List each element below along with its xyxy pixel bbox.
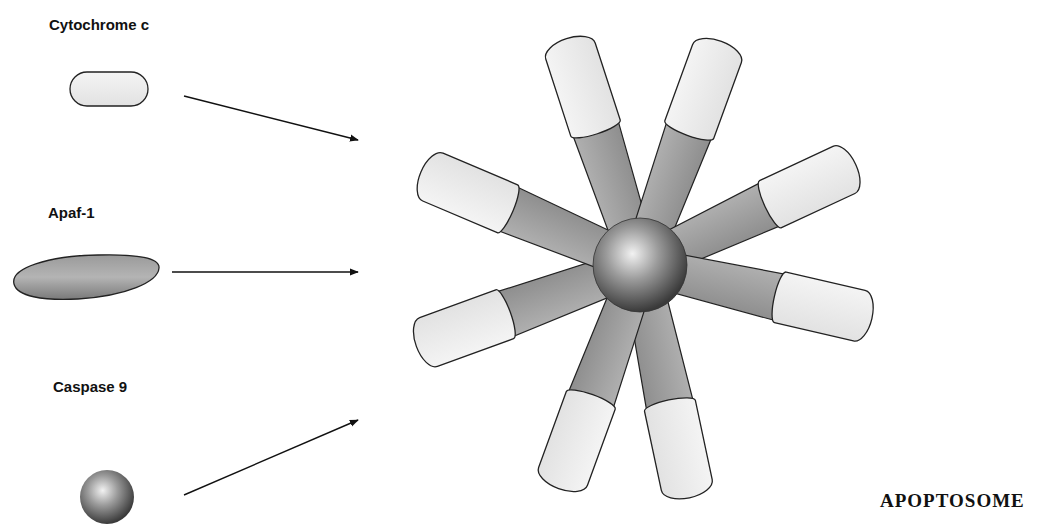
caspase9-molecule: Caspase 9: [45, 372, 180, 527]
molecule-label: Caspase 9: [53, 378, 127, 396]
shape-outline: [45, 372, 180, 527]
cytochrome-cap: [643, 395, 715, 504]
apaf1-molecule: Apaf-1: [8, 198, 168, 308]
arrow-connector: [172, 271, 358, 272]
apoptosome-complex: APOPTOSOME: [360, 0, 1056, 530]
apoptosome-star: [407, 31, 877, 504]
cytochrome-cap: [407, 288, 519, 371]
arrow-connector: [184, 420, 358, 495]
arrow-connector: [184, 96, 358, 140]
cytochrome-cap: [769, 271, 878, 344]
cytochrome-cap: [411, 148, 523, 235]
molecule-label: APOPTOSOME: [880, 490, 1025, 512]
shape-outline: [360, 0, 1056, 530]
cytochrome-molecule: Cytochrome c: [45, 10, 180, 110]
molecule-label: Apaf-1: [48, 204, 95, 222]
cytochrome-cap: [663, 32, 746, 144]
apaf1-blob: [14, 255, 159, 300]
cytochrome-cap: [754, 141, 867, 230]
cytochrome-cap: [534, 386, 617, 498]
cytochrome-cap: [542, 31, 622, 142]
caspase9-hub: [593, 218, 687, 312]
molecule-label: Cytochrome c: [49, 16, 149, 34]
cytochrome-pill: [70, 72, 148, 106]
caspase9-sphere: [80, 470, 134, 524]
